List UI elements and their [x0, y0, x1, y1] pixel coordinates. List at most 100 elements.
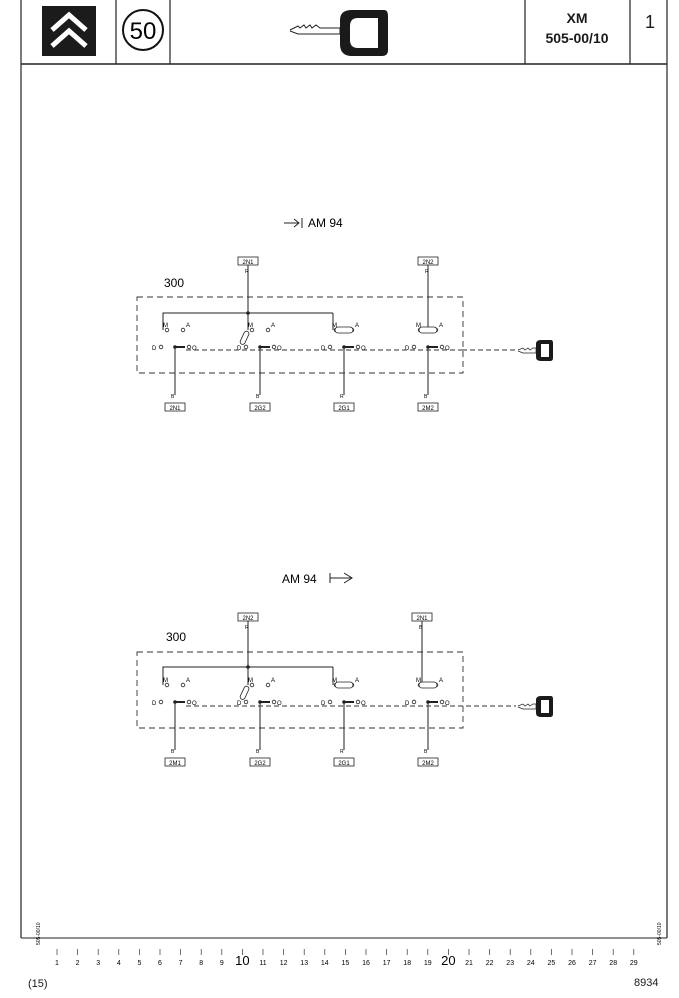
ruler-number: 18: [403, 960, 411, 967]
ruler-number: 28: [609, 960, 617, 967]
switch-label-o: O: [192, 346, 197, 352]
ignition-key-icon: [517, 696, 553, 717]
diagram2-component-number: 300: [166, 630, 186, 644]
ruler-number: 26: [568, 960, 576, 967]
model-name: XM: [566, 10, 588, 26]
footer-left-ref: (15): [28, 978, 48, 990]
switch-label-m: M: [416, 323, 421, 329]
switch-label-m: M: [163, 323, 168, 329]
switch-label-d: D: [321, 346, 326, 352]
section-number: 50: [130, 18, 157, 45]
diagram1-top-connector: 2N2: [422, 260, 434, 266]
wire-code: B: [171, 749, 175, 755]
bottom-connector: B 2M2: [417, 749, 439, 767]
switch-label-d: D: [321, 701, 326, 707]
connector-label: 2G1: [338, 406, 350, 412]
diagram1-top-connector: 2N1: [242, 260, 254, 266]
switch-label-d: D: [237, 346, 242, 352]
connector-label: 2G1: [338, 761, 350, 767]
ruler-number: 10: [235, 953, 249, 968]
rotary-switch: M A D O: [321, 678, 366, 750]
ruler-number: 7: [179, 960, 183, 967]
connector-label: 2M2: [422, 761, 434, 767]
wire-code: R: [340, 749, 344, 755]
switch-label-o: O: [361, 346, 366, 352]
wire-code: B: [256, 749, 260, 755]
bottom-connector: B 2G2: [249, 749, 271, 767]
wire-code: B: [424, 749, 428, 755]
ruler-number: 20: [441, 953, 455, 968]
document-reference: 505-00/10: [545, 30, 609, 46]
bottom-connector: R 2G1: [333, 749, 355, 767]
model-block: XM 505-00/10: [527, 8, 627, 48]
switch-label-d: D: [152, 701, 157, 707]
ruler-number: 4: [117, 960, 121, 967]
switch-label-a: A: [355, 678, 359, 684]
switch-label-a: A: [439, 323, 443, 329]
rotary-switch: M A D O: [321, 323, 366, 395]
diagram2-top-connector: 2N2: [242, 616, 254, 622]
ruler-number: 25: [548, 960, 556, 967]
rotary-switch: M A D O: [405, 323, 450, 395]
connector-label: 2M1: [169, 761, 181, 767]
ruler-number: 12: [280, 960, 288, 967]
ruler-number: 2: [76, 960, 80, 967]
ruler-number: 19: [424, 960, 432, 967]
switch-label-d: D: [405, 701, 410, 707]
switch-label-o: O: [277, 701, 282, 707]
page-number: 1: [644, 12, 655, 32]
connector-label: 2G2: [254, 406, 266, 412]
switch-label-o: O: [445, 346, 450, 352]
switch-label-m: M: [332, 678, 337, 684]
switch-label-m: M: [416, 678, 421, 684]
ruler-number: 24: [527, 960, 535, 967]
switch-label-m: M: [163, 678, 168, 684]
ruler-number: 9: [220, 960, 224, 967]
margin-ref-right: 505-00/10: [657, 922, 663, 945]
switch-label-a: A: [355, 323, 359, 329]
switch-label-a: A: [271, 678, 275, 684]
ruler-number: 8: [199, 960, 203, 967]
diagram1-label: AM 94: [308, 216, 343, 230]
ruler-number: 27: [589, 960, 597, 967]
switch-label-a: A: [186, 678, 190, 684]
switch-label-o: O: [361, 701, 366, 707]
diagram2-top-wire-code: R: [245, 625, 249, 631]
diagram-before-am94: style before label --> AM 94 300 2N1 R 2…: [136, 216, 553, 412]
switch-label-a: A: [186, 323, 190, 329]
ruler-number: 22: [486, 960, 494, 967]
switch-label-o: O: [445, 701, 450, 707]
ruler-number: 16: [362, 960, 370, 967]
ruler-number: 5: [137, 960, 141, 967]
switch-label-d: D: [405, 346, 410, 352]
bottom-connector: B 2M1: [164, 749, 186, 767]
key-icon: [289, 10, 388, 56]
ruler-number: 23: [506, 960, 514, 967]
diagram2-top-wire-code: B: [419, 625, 423, 631]
brand-logo: [42, 6, 96, 56]
switch-label-m: M: [248, 678, 253, 684]
arrow-up-to-icon: [284, 218, 303, 228]
ruler-number: 11: [259, 960, 266, 967]
switch-label-m: M: [332, 323, 337, 329]
ruler-number: 21: [465, 960, 473, 967]
connector-label: 2G2: [254, 761, 266, 767]
switch-label-m: M: [248, 323, 253, 329]
switch-label-o: O: [277, 346, 282, 352]
ruler-number: 17: [383, 960, 391, 967]
ignition-key-icon: [517, 340, 553, 361]
diagram2-label: AM 94: [282, 572, 317, 586]
